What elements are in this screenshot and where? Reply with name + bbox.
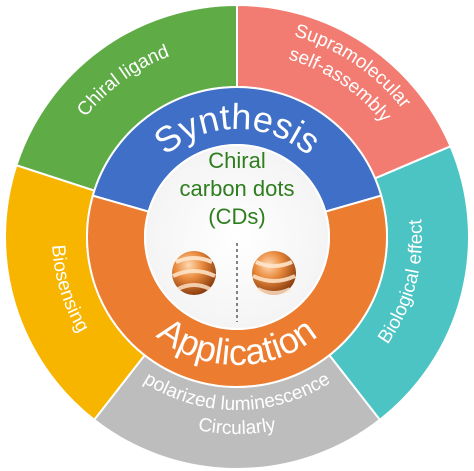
left-carbon-dot [172, 251, 216, 295]
center-line-3: (CDs) [208, 204, 265, 229]
right-carbon-dot [252, 251, 296, 295]
right-sphere-icon [252, 251, 296, 295]
label-circularly-line-1: Circularly [197, 414, 278, 439]
center-line-2: carbon dots [180, 176, 295, 201]
center-line-1: Chiral [208, 148, 265, 173]
